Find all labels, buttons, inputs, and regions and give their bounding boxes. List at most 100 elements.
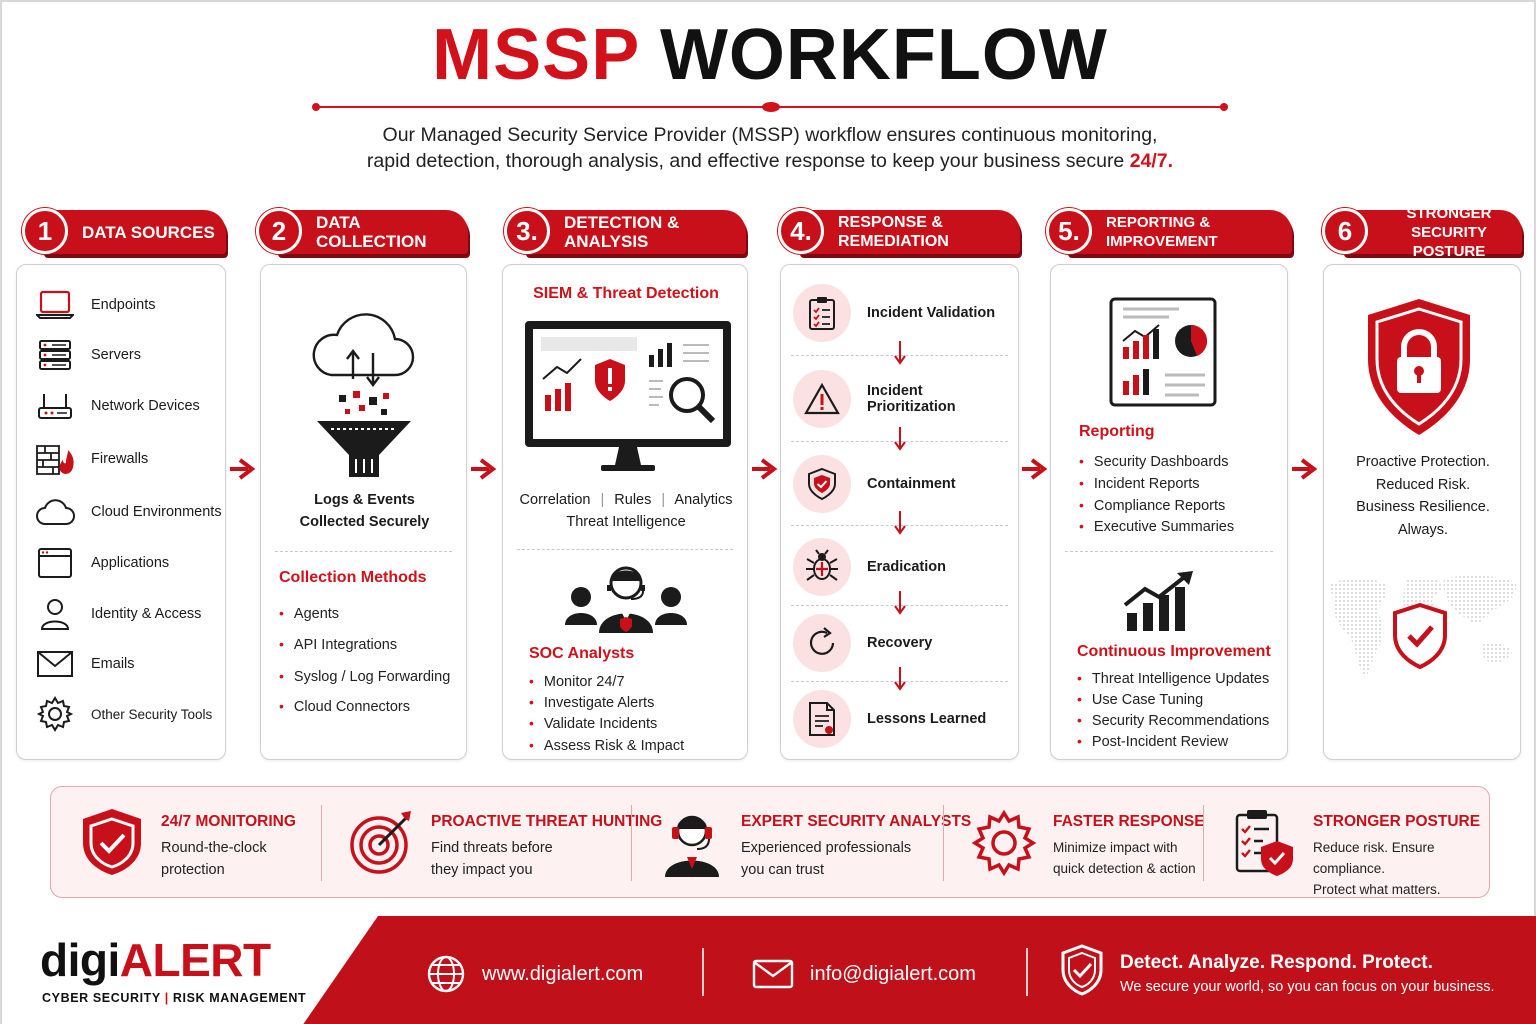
firewall-icon — [35, 439, 75, 479]
data-collection-card: Logs & Events Collected Securely Collect… — [260, 264, 467, 760]
tag-separator: | — [600, 492, 605, 508]
continuous-improvement-title: Continuous Improvement — [1077, 643, 1271, 660]
method-item: Agents — [279, 603, 339, 625]
flow-arrow-icon — [1022, 458, 1048, 480]
email-text: info@digialert.com — [810, 962, 976, 985]
collection-caption-1: Logs & Events — [314, 492, 415, 508]
response-step-containment: Containment — [793, 452, 1008, 516]
improvement-item: Security Recommendations — [1077, 710, 1269, 732]
flow-arrow-icon — [1292, 458, 1318, 480]
shield-check-icon — [1061, 944, 1103, 996]
clipboard-shield-icon — [1235, 810, 1293, 876]
website-text: www.digialert.com — [482, 962, 644, 985]
response-label: Lessons Learned — [867, 711, 987, 727]
divider — [631, 805, 632, 881]
reporting-item: Compliance Reports — [1079, 495, 1225, 517]
step-number: 5. — [1046, 208, 1092, 254]
response-label: Eradication — [867, 559, 946, 575]
source-label: Other Security Tools — [91, 706, 213, 722]
down-arrow-icon — [894, 427, 906, 451]
title-workflow: WORKFLOW — [659, 15, 1108, 95]
footer-tagline-sub: We secure your world, so you can focus o… — [1120, 979, 1495, 995]
title-divider — [312, 102, 1228, 112]
improvement-item: Post-Incident Review — [1077, 731, 1228, 753]
response-step-incident-validation: Incident Validation — [793, 281, 1008, 345]
divider — [321, 805, 322, 881]
divider — [1065, 551, 1273, 552]
feature-expert-analysts: EXPERT SECURITY ANALYSTS Experienced pro… — [631, 787, 971, 899]
feature-stronger-posture: STRONGER POSTURE Reduce risk. Ensure com… — [1203, 787, 1491, 899]
mail-icon — [35, 644, 75, 684]
threat-intel-text: Threat Intelligence — [566, 514, 686, 530]
website-link[interactable]: www.digialert.com — [426, 946, 643, 1002]
step-number: 2 — [256, 208, 302, 254]
gear-icon — [971, 809, 1037, 877]
feature-title: PROACTIVE THREAT HUNTING — [431, 813, 663, 830]
target-icon — [350, 811, 411, 874]
soc-item: Validate Incidents — [529, 713, 657, 735]
step-header-2: 2 DATA COLLECTION — [256, 208, 468, 254]
soc-team-icon — [565, 566, 687, 633]
shield-check-icon — [793, 455, 851, 513]
digialert-logo: digiALERT — [40, 930, 271, 990]
feature-title: EXPERT SECURITY ANALYSTS — [741, 813, 972, 830]
step-header-1: 1 DATA SOURCES — [22, 208, 226, 254]
title-mssp: MSSP — [432, 15, 639, 95]
feature-title: STRONGER POSTURE — [1313, 813, 1481, 830]
subtitle-line-2: rapid detection, thorough analysis, and … — [366, 150, 1125, 172]
router-icon — [35, 386, 75, 426]
page-title: MSSP WORKFLOW — [2, 10, 1536, 100]
down-arrow-icon — [894, 511, 906, 535]
report-dashboard-icon — [1109, 297, 1217, 407]
step-label: STRONGER SECURITY POSTURE — [1406, 204, 1492, 260]
down-arrow-icon — [894, 591, 906, 615]
divider — [702, 948, 704, 996]
growth-chart-icon — [1123, 571, 1193, 631]
posture-line: Reduced Risk. — [1375, 476, 1471, 493]
reporting-improvement-card: Reporting Security Dashboards Incident R… — [1050, 264, 1288, 760]
method-item: API Integrations — [279, 634, 397, 656]
collection-methods-title: Collection Methods — [279, 569, 427, 586]
source-other-security-tools: Other Security Tools — [35, 694, 212, 734]
analyst-headset-icon — [665, 815, 719, 877]
source-label: Network Devices — [91, 398, 200, 414]
step-number: 1 — [22, 208, 68, 254]
logo-subtitle: CYBER SECURITY | RISK MANAGEMENT — [42, 991, 307, 1005]
step-label: RESPONSE & REMEDIATION — [838, 214, 949, 250]
divider — [1026, 948, 1028, 996]
gear-icon — [35, 694, 75, 734]
flow-arrow-icon — [752, 458, 778, 480]
feature-title: 24/7 MONITORING — [161, 813, 296, 830]
response-step-incident-prioritization: Incident Prioritization — [793, 367, 1008, 431]
tag-rules: Rules — [614, 492, 652, 508]
posture-statement: Proactive Protection. Reduced Risk. Busi… — [1324, 451, 1522, 541]
page-subtitle: Our Managed Security Service Provider (M… — [2, 122, 1536, 174]
tag-separator: | — [661, 492, 666, 508]
detection-analysis-card: SIEM & Threat Detection Correlation | Ru… — [502, 264, 748, 760]
improvement-item: Use Case Tuning — [1077, 689, 1203, 711]
siem-title: SIEM & Threat Detection — [533, 285, 719, 302]
mail-icon — [752, 959, 794, 989]
step-label: DATA SOURCES — [82, 222, 215, 242]
improvement-item: Threat Intelligence Updates — [1077, 668, 1269, 690]
logo-digi: digi — [40, 934, 120, 986]
detection-tags: Correlation | Rules | Analytics Threat I… — [503, 489, 749, 533]
response-label: Recovery — [867, 635, 933, 651]
reporting-item: Executive Summaries — [1079, 516, 1234, 538]
shield-lock-icon — [1368, 299, 1470, 435]
email-link[interactable]: info@digialert.com — [752, 946, 976, 1002]
response-label: Incident Validation — [867, 305, 996, 321]
siem-monitor-icon — [525, 321, 731, 471]
source-label: Cloud Environments — [91, 504, 222, 520]
down-arrow-icon — [894, 341, 906, 365]
cloud-funnel-icon — [312, 313, 415, 477]
down-arrow-icon — [894, 667, 906, 691]
clipboard-checklist-icon — [793, 284, 851, 342]
source-network-devices: Network Devices — [35, 386, 200, 426]
logo-alert: ALERT — [119, 934, 271, 986]
soc-analysts-title: SOC Analysts — [529, 645, 635, 662]
